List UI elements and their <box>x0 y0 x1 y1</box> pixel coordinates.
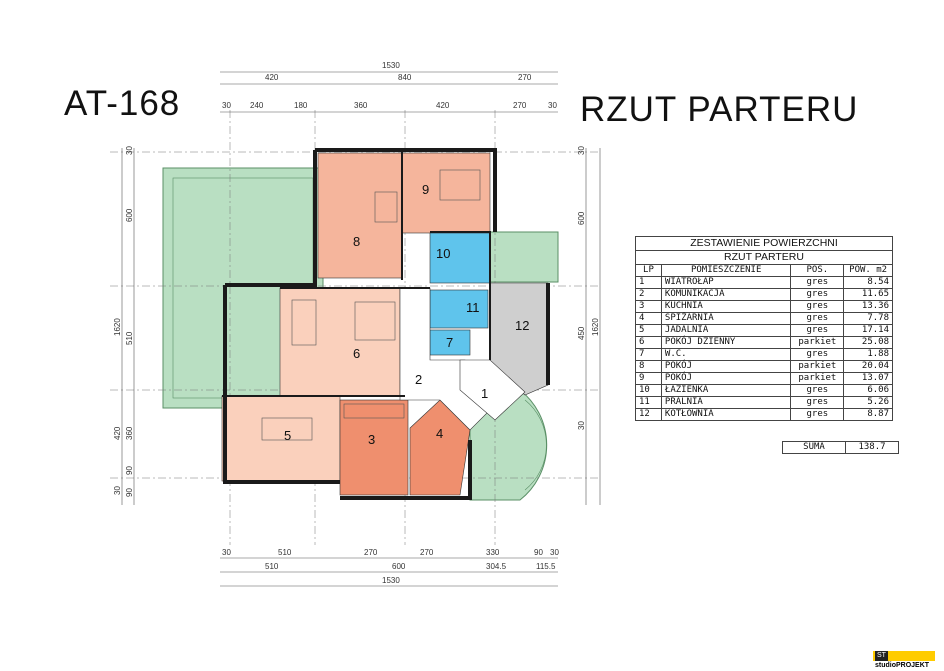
room-10-label: 10 <box>436 246 450 261</box>
room-6-label: 6 <box>353 346 360 361</box>
dim-top2-d: 360 <box>354 101 368 110</box>
dim-top2-b: 240 <box>250 101 264 110</box>
area-table: ZESTAWIENIE POWIERZCHNI RZUT PARTERU LP … <box>635 236 893 421</box>
dim-right-a: 30 <box>577 146 586 155</box>
room-11-label: 11 <box>466 300 480 315</box>
dim-left-e: 360 <box>125 426 134 440</box>
project-code: AT-168 <box>64 84 181 123</box>
furniture <box>261 169 481 441</box>
dim-left-c: 510 <box>125 331 134 345</box>
room-7-label: 7 <box>446 335 453 350</box>
dim-left-b: 600 <box>125 208 134 222</box>
dim-bot1-c: 270 <box>364 548 378 557</box>
dim-right-b: 600 <box>577 211 586 225</box>
dim-bot2-d: 115.5 <box>536 562 556 571</box>
dim-left-d: 420 <box>113 426 122 440</box>
dim-top2-a: 30 <box>222 101 231 110</box>
logo-name: studioPROJEKT <box>875 662 930 669</box>
dim-bot1-e: 330 <box>486 548 500 557</box>
dim-left-g: 30 <box>113 486 122 495</box>
room-5-label: 5 <box>284 428 291 443</box>
area-sum: SUMA 138.7 <box>782 441 899 454</box>
dim-bot1-b: 510 <box>278 548 292 557</box>
dim-top2-c: 180 <box>294 101 308 110</box>
table-title-2: RZUT PARTERU <box>635 250 893 265</box>
dim-top1-c: 270 <box>518 73 532 82</box>
dim-top2-g: 30 <box>548 101 557 110</box>
dim-bot-total: 1530 <box>382 576 400 585</box>
room-8-label: 8 <box>353 234 360 249</box>
dim-top1-a: 420 <box>265 73 279 82</box>
room-labels: 1 2 3 4 5 6 7 8 9 10 11 12 <box>284 182 529 447</box>
rooms <box>221 152 549 496</box>
area-schedule: ZESTAWIENIE POWIERZCHNI RZUT PARTERU LP … <box>635 236 893 421</box>
room-9-label: 9 <box>422 182 429 197</box>
studio-logo: STstudioPROJEKT <box>873 651 935 669</box>
room-3-label: 3 <box>368 432 375 447</box>
dim-right-d: 30 <box>577 421 586 430</box>
dim-left-h: 90 <box>125 488 134 497</box>
dim-top2-f: 270 <box>513 101 527 110</box>
col-lp: LP <box>635 264 662 277</box>
dim-bot1-f: 90 <box>534 548 543 557</box>
dim-right-c: 450 <box>577 326 586 340</box>
dim-bot2-c: 304.5 <box>486 562 507 571</box>
dim-bot2-b: 600 <box>392 562 406 571</box>
sum-label: SUMA <box>782 441 846 454</box>
dim-left-a: 30 <box>125 146 134 155</box>
room-12-label: 12 <box>515 318 529 333</box>
room-1-label: 1 <box>481 386 488 401</box>
dim-bot1-g: 30 <box>550 548 559 557</box>
dim-bot1-d: 270 <box>420 548 434 557</box>
room-2-label: 2 <box>415 372 422 387</box>
dim-right-total: 1620 <box>591 318 600 336</box>
dim-top1-b: 840 <box>398 73 412 82</box>
walls <box>222 148 550 500</box>
dim-top-total: 1530 <box>382 61 400 70</box>
terrace-right <box>469 231 559 501</box>
logo-prefix: ST <box>875 651 888 661</box>
dim-top2-e: 420 <box>436 101 450 110</box>
col-floor: POS. <box>790 264 845 277</box>
drawing-title: RZUT PARTERU <box>580 90 859 129</box>
sum-value: 138.7 <box>845 441 899 454</box>
dimension-labels: 1530 420 840 270 30 240 180 360 420 270 … <box>113 61 600 585</box>
dimension-lines <box>121 71 601 587</box>
dim-left-f: 90 <box>125 466 134 475</box>
table-title-1: ZESTAWIENIE POWIERZCHNI <box>635 236 893 251</box>
col-area: POW. m2 <box>843 264 893 277</box>
table-header-row: LP POMIESZCZENIE POS. POW. m2 <box>635 264 893 277</box>
dim-left-total: 1620 <box>113 318 122 336</box>
col-room: POMIESZCZENIE <box>660 264 792 277</box>
dim-bot1-a: 30 <box>222 548 231 557</box>
room-4-label: 4 <box>436 426 443 441</box>
dim-bot2-a: 510 <box>265 562 279 571</box>
